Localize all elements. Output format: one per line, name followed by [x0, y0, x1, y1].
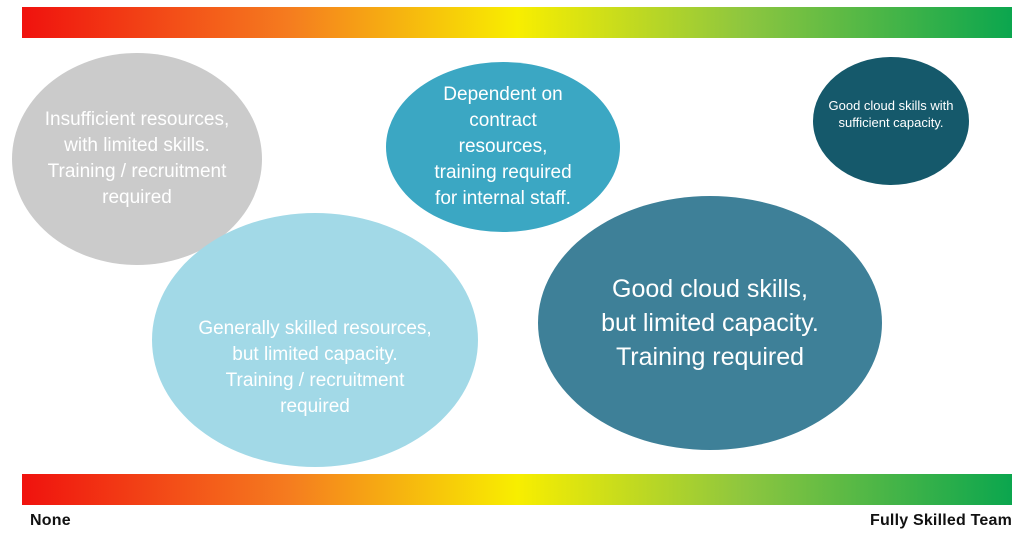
bubble-good-skills-limited-capacity: Good cloud skills, but limited capacity.…: [538, 196, 882, 450]
skill-gradient-bar-top: [22, 7, 1012, 38]
bubble-good-skills-limited-capacity-label: Good cloud skills, but limited capacity.…: [601, 275, 819, 371]
axis-label-fully-skilled-team: Fully Skilled Team: [869, 512, 1012, 529]
bubble-generally-skilled-resources-label: Generally skilled resources, but limited…: [198, 318, 432, 417]
bubble-good-skills-sufficient-capacity: Good cloud skills with sufficient capaci…: [813, 57, 969, 185]
bubble-insufficient-resources: Insufficient resources, with limited ski…: [12, 53, 262, 265]
bubble-dependent-on-contract: Dependent on contract resources, trainin…: [386, 62, 620, 232]
axis-label-none: None: [30, 512, 71, 529]
bubble-generally-skilled-resources: Generally skilled resources, but limited…: [152, 213, 478, 467]
bubble-insufficient-resources-label: Insufficient resources, with limited ski…: [44, 109, 230, 208]
bubble-dependent-on-contract-label: Dependent on contract resources, trainin…: [434, 84, 572, 209]
skill-gradient-bar-bottom: [22, 474, 1012, 505]
bubble-good-skills-sufficient-capacity-label: Good cloud skills with sufficient capaci…: [828, 98, 954, 130]
